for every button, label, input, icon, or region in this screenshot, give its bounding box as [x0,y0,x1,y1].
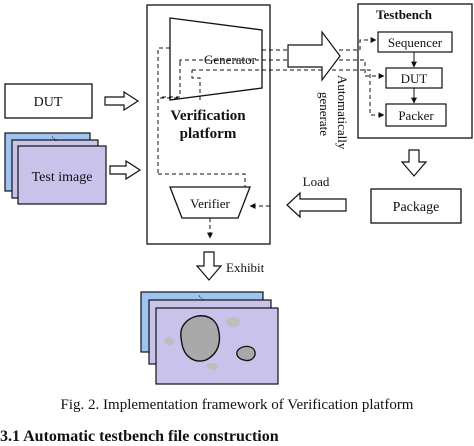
test-image-stack [4,132,107,205]
testbench-title: Testbench [376,7,433,22]
verifier-label: Verifier [190,196,230,211]
test-image-label: Test image [32,170,93,185]
package-label: Package [393,200,440,215]
exhibit-arrow [195,251,223,281]
sequencer-label: Sequencer [388,35,443,50]
dut-input-arrow [104,90,140,112]
section-heading: 3.1 Automatic testbench file constructio… [0,428,279,445]
packer-block [385,103,447,127]
testbench-to-package-arrow [400,149,428,177]
large-blob [180,315,221,362]
package-box [370,188,462,224]
dut-input-box [4,83,93,119]
load-arrow [286,191,347,219]
result-image-stack [140,291,279,385]
auto-generate-arrow [287,30,341,82]
figure-caption: Fig. 2. Implementation framework of Veri… [60,397,414,413]
verification-platform-title: Verification [170,108,246,124]
test-image-arrow [109,159,142,181]
auto-generate-label-2: generate [317,92,332,136]
dut-input-label: DUT [34,95,63,110]
faint-blob-top [225,317,241,328]
verification-platform-subtitle: platform [180,126,237,142]
small-blob [236,345,256,362]
packer-label: Packer [398,108,434,123]
auto-generate-label-1: Automatically [335,75,350,150]
exhibit-label: Exhibit [226,260,265,275]
generator-block [169,17,263,101]
faint-blob-left [163,337,174,346]
sequencer-block [377,31,453,53]
verifier-block [169,186,251,219]
load-label: Load [303,174,330,189]
testbench-dut-label: DUT [401,71,428,86]
faint-blob-bottom [206,363,218,371]
